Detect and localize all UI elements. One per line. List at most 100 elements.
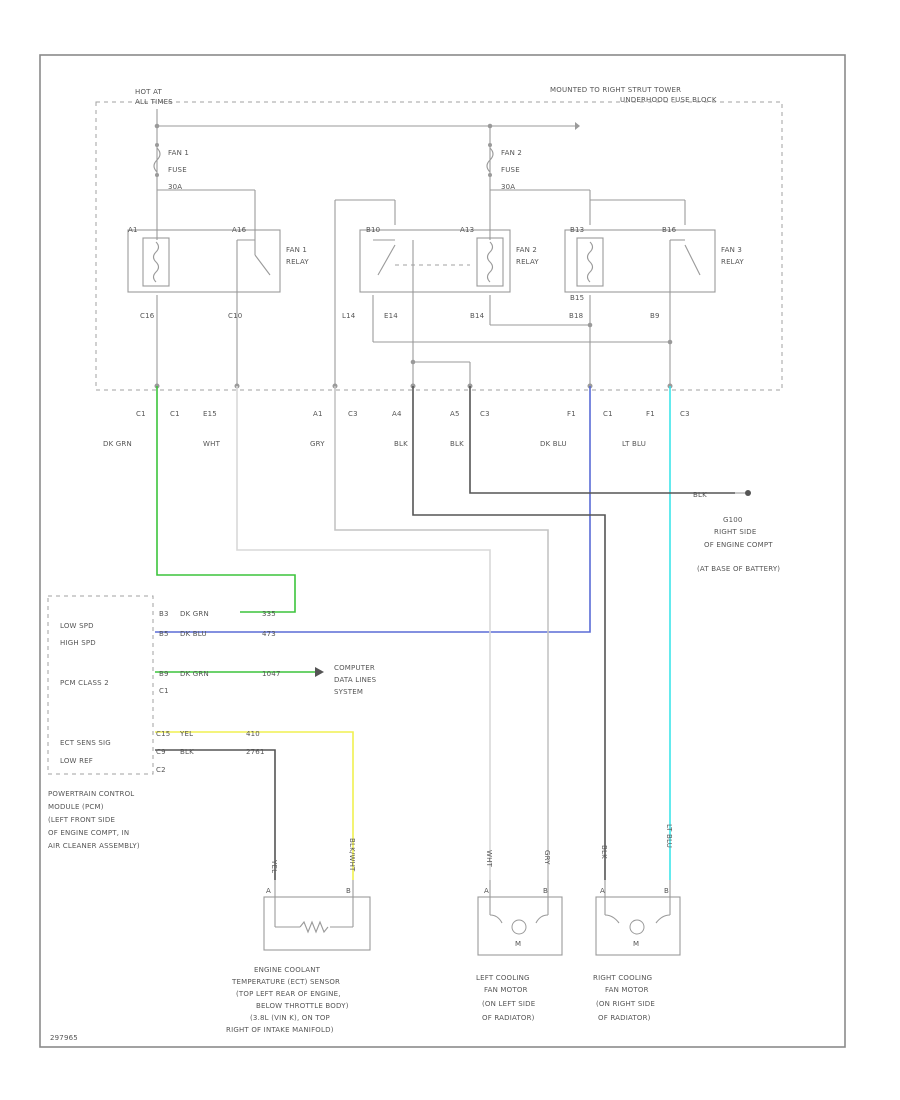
relay-term-b18: B18 xyxy=(569,312,583,320)
left-fan-desc-4: OF RADIATOR) xyxy=(482,1014,535,1022)
left-fan-desc-1: LEFT COOLING xyxy=(476,974,530,982)
wire-blk-ground xyxy=(469,386,735,494)
ground-g100: BLK G100 RIGHT SIDE OF ENGINE COMPT (AT … xyxy=(693,490,780,573)
power-bus xyxy=(154,109,580,240)
relay-term-e14: E14 xyxy=(384,312,398,320)
left-fan-desc-2: FAN MOTOR xyxy=(484,986,528,994)
right-fan-wire-2: LT BLU xyxy=(665,824,673,848)
pcm-row5-label: LOW REF xyxy=(60,757,93,765)
fan3-relay-label: RELAY xyxy=(721,258,744,266)
right-fan-desc-3: (ON RIGHT SIDE xyxy=(596,1000,655,1008)
pcm-row4-label: ECT SENS SIG xyxy=(60,739,111,747)
pcm-desc-2: MODULE (PCM) xyxy=(48,803,104,811)
pcm-row5-pin: C9 xyxy=(156,748,166,756)
relay-term-b14: B14 xyxy=(470,312,485,320)
right-fan-pin-a: A xyxy=(600,887,605,895)
pcm-desc-1: POWERTRAIN CONTROL xyxy=(48,790,134,798)
conn-id-7: C3 xyxy=(680,410,690,418)
ground-icon xyxy=(745,490,751,496)
right-fan-desc-1: RIGHT COOLING xyxy=(593,974,652,982)
wire-color-3: GRY xyxy=(310,440,325,448)
conn-pin-5: A5 xyxy=(450,410,460,418)
fuse-block-wiring xyxy=(156,189,686,385)
wire-yel-ect xyxy=(155,731,354,880)
left-fan-motor-letter: M xyxy=(515,940,521,948)
pcm-row3-label: PCM CLASS 2 xyxy=(60,679,109,687)
ect-desc-5: (3.8L (VIN K), ON TOP xyxy=(250,1014,330,1022)
left-fan-wire-1: WHT xyxy=(485,850,493,868)
fan3-relay: FAN 3 RELAY B13 B16 B15 xyxy=(564,226,744,302)
right-fan-desc-2: FAN MOTOR xyxy=(605,986,649,994)
pcm-row3-pin: B9 xyxy=(159,670,169,678)
pcm-row4-color: YEL xyxy=(179,730,193,738)
pcm-module: LOW SPD B3 DK GRN 335 HIGH SPD B5 DK BLU… xyxy=(47,595,281,850)
wire-color-7: LT BLU xyxy=(622,440,646,448)
fan3-relay-name: FAN 3 xyxy=(721,246,742,254)
relay-term-b13: B13 xyxy=(570,226,584,234)
left-fan-pin-b: B xyxy=(543,887,548,895)
relay-term-b15: B15 xyxy=(570,294,584,302)
pcm-row2-color: DK BLU xyxy=(180,630,207,638)
wire-color-6: DK BLU xyxy=(540,440,567,448)
conn-pin-4: A4 xyxy=(392,410,402,418)
pcm-row5-color: BLK xyxy=(180,748,194,756)
fuse2-rating: 30A xyxy=(501,183,515,191)
pcm-conn-c1: C1 xyxy=(159,687,169,695)
computer-link-3: SYSTEM xyxy=(334,688,363,696)
ground-wire-label: BLK xyxy=(693,491,707,499)
conn-pin-3: A1 xyxy=(313,410,323,418)
fan1-relay-label: RELAY xyxy=(286,258,309,266)
relay-term-b16: B16 xyxy=(662,226,677,234)
relay-term-a13: A13 xyxy=(460,226,474,234)
right-fan-pin-b: B xyxy=(664,887,669,895)
pcm-row2-circuit: 473 xyxy=(262,630,276,638)
wire-gry xyxy=(334,386,549,880)
conn-id-1: C1 xyxy=(170,410,180,418)
diagram-frame xyxy=(39,54,846,1048)
right-fan-motor: BLK LT BLU A B M RIGHT COOLING FAN MOTOR… xyxy=(593,824,681,1022)
right-fan-wire-1: BLK xyxy=(600,845,608,859)
relay-term-c10: C10 xyxy=(228,312,242,320)
conn-id-6: C1 xyxy=(603,410,613,418)
pcm-row3-color: DK GRN xyxy=(180,670,209,678)
pcm-desc-4: OF ENGINE COMPT, IN xyxy=(48,829,129,837)
figure-id: 297965 xyxy=(50,1034,78,1042)
pcm-desc-5: AIR CLEANER ASSEMBLY) xyxy=(48,842,140,850)
pcm-row3-circuit: 1047 xyxy=(262,670,281,678)
left-fan-pin-a: A xyxy=(484,887,489,895)
wire-color-1: DK GRN xyxy=(103,440,132,448)
ect-desc-1: ENGINE COOLANT xyxy=(254,966,321,974)
conn-id-5: C3 xyxy=(480,410,490,418)
computer-link-2: DATA LINES xyxy=(334,676,377,684)
fan2-relay-name: FAN 2 xyxy=(516,246,537,254)
fan1-relay: FAN 1 RELAY A1 A16 xyxy=(127,225,309,295)
conn-id-3: C3 xyxy=(348,410,358,418)
pcm-row1-color: DK GRN xyxy=(180,610,209,618)
pcm-row1-pin: B3 xyxy=(159,610,169,618)
right-fan-desc-4: OF RADIATOR) xyxy=(598,1014,651,1022)
all-times-label: ALL TIMES xyxy=(135,98,173,106)
ground-id: G100 xyxy=(723,516,743,524)
fuse-block-outline xyxy=(95,101,783,391)
fuse-fan1: FAN 1 FUSE 30A xyxy=(153,143,189,191)
ect-sensor: YEL BLK/WHT A B ENGINE COOLANT TEMPERATU… xyxy=(226,838,371,1034)
wire-blk-a4 xyxy=(412,386,606,880)
wire-dk-grn-low-spd xyxy=(156,386,296,613)
hot-at-label: HOT AT xyxy=(135,88,163,96)
ect-desc-6: RIGHT OF INTAKE MANIFOLD) xyxy=(226,1026,334,1034)
ect-pin-a: A xyxy=(266,887,271,895)
ground-line3: (AT BASE OF BATTERY) xyxy=(697,565,780,573)
ground-line2: OF ENGINE COMPT xyxy=(704,541,773,549)
pcm-row1-circuit: 335 xyxy=(262,610,276,618)
mounted-label: MOUNTED TO RIGHT STRUT TOWER xyxy=(550,86,681,94)
wire-blk-low-ref xyxy=(155,749,276,880)
pcm-row5-circuit: 2761 xyxy=(246,748,265,756)
wire-color-4: BLK xyxy=(394,440,408,448)
fuse2-label: FUSE xyxy=(501,166,520,174)
conn-pin-2: E15 xyxy=(203,410,217,418)
fuse1-label: FUSE xyxy=(168,166,187,174)
conn-pin-7: F1 xyxy=(646,410,655,418)
left-fan-wire-2: GRY xyxy=(543,850,551,865)
relay-term-a16: A16 xyxy=(232,226,247,234)
